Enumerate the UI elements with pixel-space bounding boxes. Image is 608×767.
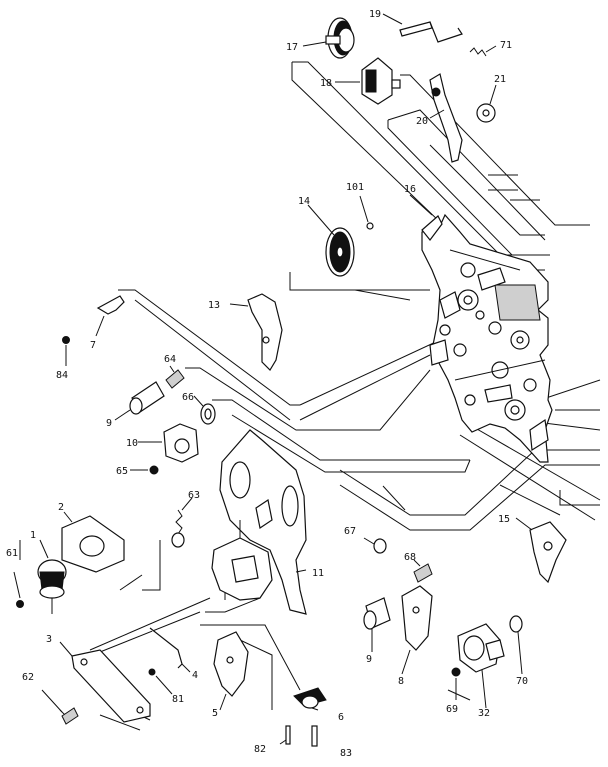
callout-69: 69 [446, 704, 458, 715]
callout-83: 83 [340, 748, 352, 759]
part-19-shaft [382, 13, 463, 43]
part-15-bracket [515, 517, 567, 584]
part-69-screw [451, 667, 461, 700]
callout-63: 63 [188, 490, 200, 501]
callout-16: 16 [404, 184, 416, 195]
part-5-plate [213, 631, 249, 711]
part-21-washer [476, 84, 497, 123]
part-11-lower-bracket [211, 520, 273, 601]
callout-71: 71 [500, 40, 512, 51]
callout-20: 20 [416, 116, 428, 127]
part-6-cap [293, 687, 327, 711]
part-70-ring [509, 615, 523, 675]
callout-14: 14 [298, 196, 310, 207]
callout-17: 17 [286, 42, 298, 53]
part-67-ring [363, 537, 387, 554]
callout-21: 21 [494, 74, 506, 85]
callout-2: 2 [58, 502, 64, 513]
part-14-gear-disc [307, 204, 355, 277]
part-66-ring [193, 395, 216, 425]
callout-32: 32 [478, 708, 490, 719]
part-81-screw [148, 668, 173, 695]
part-2-motor-bracket [61, 511, 125, 573]
part-61-connector [13, 571, 24, 608]
part-3-rail [59, 641, 151, 723]
callout-65: 65 [116, 466, 128, 477]
callout-15: 15 [498, 514, 510, 525]
part-9-knob-upper [114, 381, 165, 421]
callout-9-upper: 9 [106, 418, 112, 429]
callout-84: 84 [56, 370, 68, 381]
callout-82: 82 [254, 744, 266, 755]
callout-3: 3 [46, 634, 52, 645]
callout-62: 62 [22, 672, 34, 683]
callout-101: 101 [346, 182, 364, 193]
callout-70: 70 [516, 676, 528, 687]
callout-8: 8 [398, 676, 404, 687]
part-65-spring [130, 465, 159, 475]
part-4-pin [149, 627, 191, 673]
part-101-pin [359, 195, 374, 230]
part-17-pulley-gear [302, 17, 355, 59]
part-10-gear-block [138, 423, 199, 463]
callout-64: 64 [164, 354, 176, 365]
callout-6: 6 [338, 712, 344, 723]
part-8-lever-plate [401, 585, 433, 675]
callout-1: 1 [30, 530, 36, 541]
part-84-screw [62, 336, 70, 366]
callout-13: 13 [208, 300, 220, 311]
callout-4: 4 [192, 670, 198, 681]
part-7-lever [95, 295, 125, 337]
callout-67: 67 [344, 526, 356, 537]
part-11-side-plate [219, 429, 307, 615]
main-frame-assembly [421, 213, 553, 463]
part-9-knob-lower [363, 597, 391, 652]
part-32-gear-assembly [457, 623, 505, 709]
callout-66: 66 [182, 392, 194, 403]
callout-18: 18 [320, 78, 332, 89]
part-82-screw [279, 725, 291, 745]
part-20-lever [429, 73, 463, 163]
callout-68: 68 [404, 552, 416, 563]
part-63-spring [171, 497, 193, 548]
callout-7: 7 [90, 340, 96, 351]
part-18-solenoid [335, 57, 401, 105]
part-13-plate [229, 293, 283, 371]
part-71-spring [469, 45, 497, 57]
part-68-spring [413, 559, 433, 583]
part-1-motor [37, 539, 67, 614]
callout-labels: 19 17 71 18 21 20 101 14 16 13 7 84 64 9… [6, 9, 528, 759]
part-16-bracket [409, 194, 443, 241]
callout-19: 19 [369, 9, 381, 20]
callout-11: 11 [312, 568, 324, 579]
part-62-spring [41, 689, 79, 725]
callout-61: 61 [6, 548, 18, 559]
part-83-screw [311, 725, 318, 747]
callout-5: 5 [212, 708, 218, 719]
callout-9-lower: 9 [366, 654, 372, 665]
callout-81: 81 [172, 694, 184, 705]
part-64-spring [165, 365, 185, 389]
callout-10: 10 [126, 438, 138, 449]
